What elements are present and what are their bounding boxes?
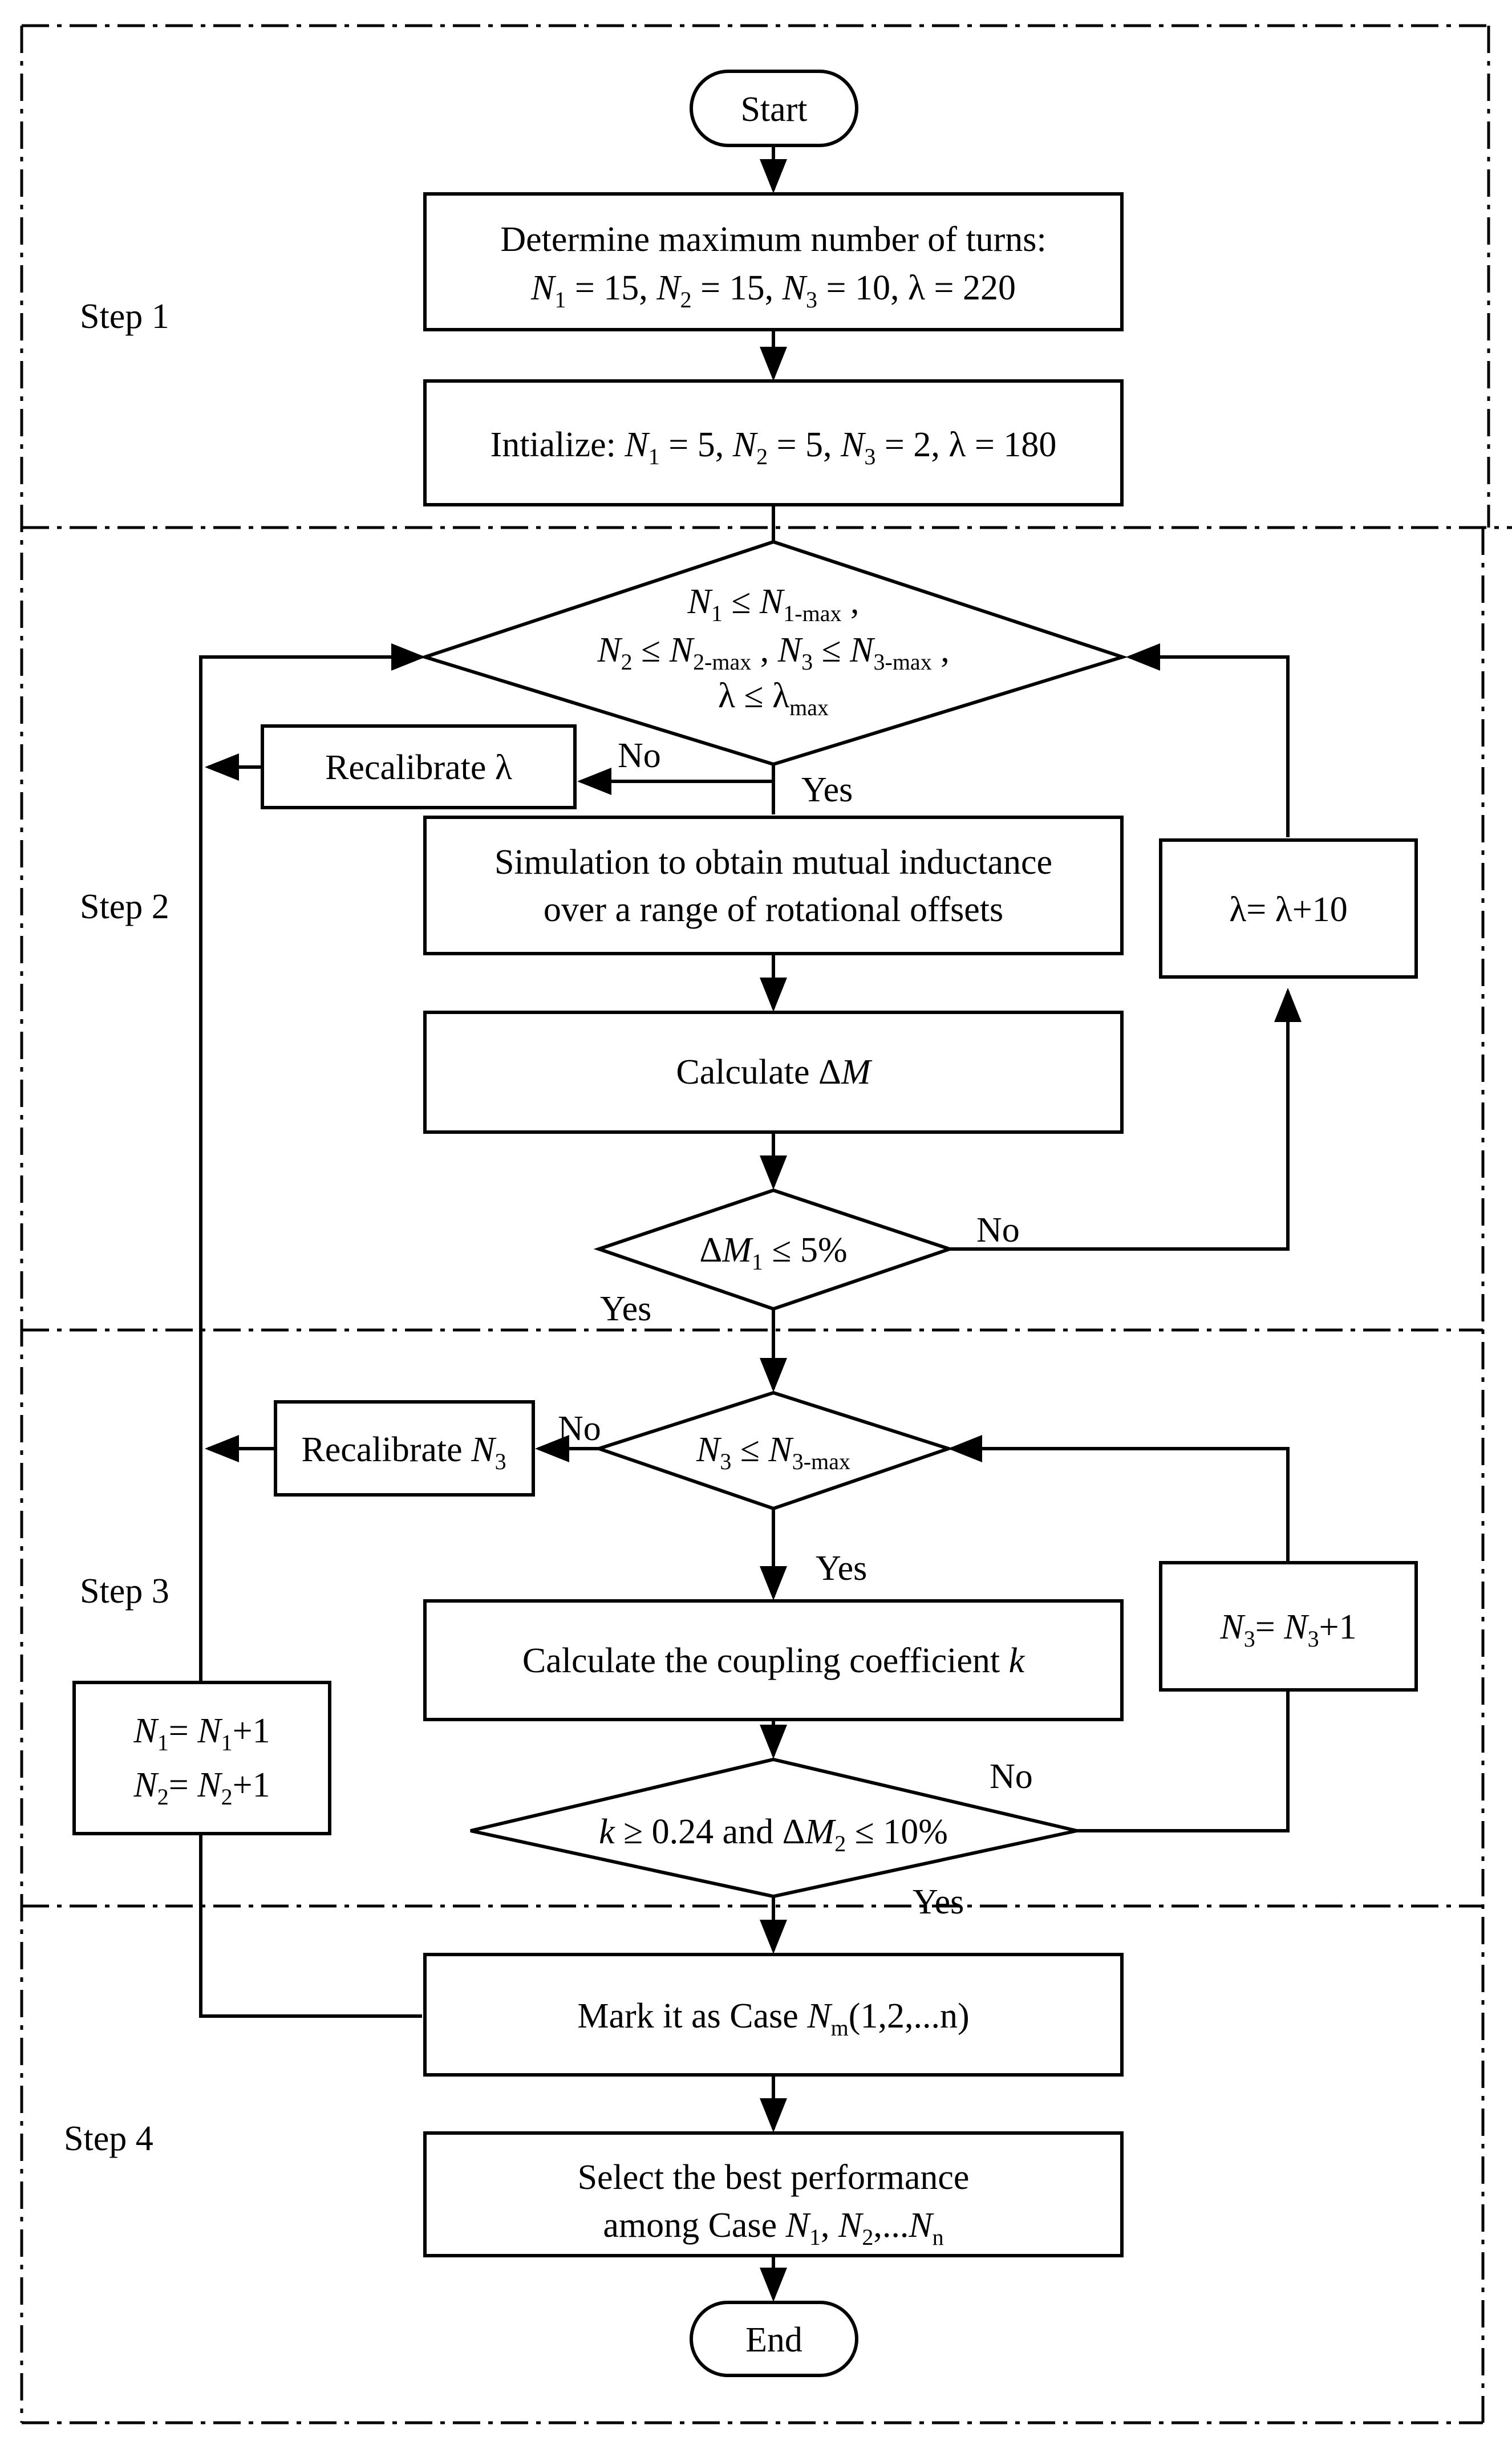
- edge-label-no-4: No: [990, 1757, 1033, 1796]
- initialize-text: Intialize: N1 = 5, N2 = 5, N3 = 2, λ = 1…: [491, 425, 1057, 469]
- edge-label-yes-1: Yes: [801, 771, 853, 809]
- n1-n2-increment-box: N1= N1+1 N2= N2+1: [72, 1681, 331, 1835]
- n3-increment-label: N3= N3+1: [1219, 1608, 1356, 1652]
- start-label: Start: [740, 90, 807, 129]
- end-node: End: [690, 2301, 858, 2377]
- initialize-box: Intialize: N1 = 5, N2 = 5, N3 = 2, λ = 1…: [423, 379, 1124, 506]
- calculate-k-label: Calculate the coupling coefficient k: [522, 1641, 1025, 1680]
- coupling-decision: k ≥ 0.24 and ΔM2 ≤ 10%: [470, 1757, 1077, 1899]
- calculate-delta-m-box: Calculate ΔM: [423, 1011, 1124, 1134]
- cond1-line2: N2 ≤ N2-max , N3 ≤ N3-max ,: [597, 631, 949, 675]
- edge-label-no-3: No: [558, 1409, 601, 1448]
- n2-increment-label: N2= N2+1: [133, 1766, 270, 1810]
- recalibrate-n3-label: Recalibrate N3: [301, 1430, 506, 1474]
- cond2-label: ΔM1 ≤ 5%: [699, 1231, 847, 1275]
- cond1-line1: N1 ≤ N1-max ,: [687, 582, 860, 626]
- simulation-box: Simulation to obtain mutual inductance o…: [423, 816, 1124, 955]
- recalibrate-lambda-label: Recalibrate λ: [325, 748, 512, 787]
- lambda-increment-label: λ= λ+10: [1229, 890, 1348, 929]
- select-best-line2: among Case N1, N2,...Nn: [603, 2206, 943, 2250]
- mark-case-label: Mark it as Case Nm(1,2,...n): [577, 1997, 969, 2041]
- start-node: Start: [690, 70, 858, 147]
- edge-label-yes-3: Yes: [816, 1549, 867, 1588]
- step3-label: Step 3: [80, 1572, 169, 1611]
- determine-line2: N1 = 15, N2 = 15, N3 = 10, λ = 220: [530, 269, 1016, 313]
- edge-label-no-2: No: [976, 1211, 1020, 1250]
- simulation-line1: Simulation to obtain mutual inductance: [494, 843, 1052, 882]
- edge-label-no-1: No: [618, 736, 661, 775]
- cond3-label: N3 ≤ N3-max: [696, 1430, 850, 1474]
- turns-limit-decision: N1 ≤ N1-max , N2 ≤ N2-max , N3 ≤ N3-max …: [419, 540, 1128, 767]
- recalibrate-n3-box: Recalibrate N3: [274, 1400, 535, 1497]
- cond1-line3: λ ≤ λmax: [718, 676, 829, 720]
- step2-label: Step 2: [80, 887, 169, 926]
- connectors: [199, 145, 1302, 2302]
- determine-max-turns-box: Determine maximum number of turns: N1 = …: [423, 192, 1124, 331]
- edge-label-yes-2: Yes: [600, 1290, 651, 1328]
- calculate-k-box: Calculate the coupling coefficient k: [423, 1599, 1124, 1721]
- delta-m1-decision: ΔM1 ≤ 5%: [593, 1188, 955, 1311]
- cond4-label: k ≥ 0.24 and ΔM2 ≤ 10%: [599, 1812, 948, 1856]
- end-label: End: [745, 2321, 802, 2359]
- n1-increment-label: N1= N1+1: [133, 1712, 270, 1755]
- simulation-line2: over a range of rotational offsets: [544, 890, 1003, 929]
- determine-line1: Determine maximum number of turns:: [500, 220, 1046, 259]
- step4-label: Step 4: [64, 2119, 153, 2158]
- edge-label-yes-4: Yes: [913, 1883, 964, 1921]
- n3-increment-box: N3= N3+1: [1159, 1561, 1418, 1692]
- lambda-increment-box: λ= λ+10: [1159, 838, 1418, 979]
- recalibrate-lambda-box: Recalibrate λ: [261, 724, 577, 809]
- select-best-box: Select the best performance among Case N…: [423, 2131, 1124, 2257]
- step1-label: Step 1: [80, 297, 169, 336]
- calculate-delta-m-label: Calculate ΔM: [676, 1053, 872, 1092]
- step-sections: [20, 24, 1512, 2424]
- mark-case-box: Mark it as Case Nm(1,2,...n): [423, 1953, 1124, 2077]
- select-best-line1: Select the best performance: [578, 2158, 970, 2197]
- n3-limit-decision: N3 ≤ N3-max: [593, 1390, 954, 1511]
